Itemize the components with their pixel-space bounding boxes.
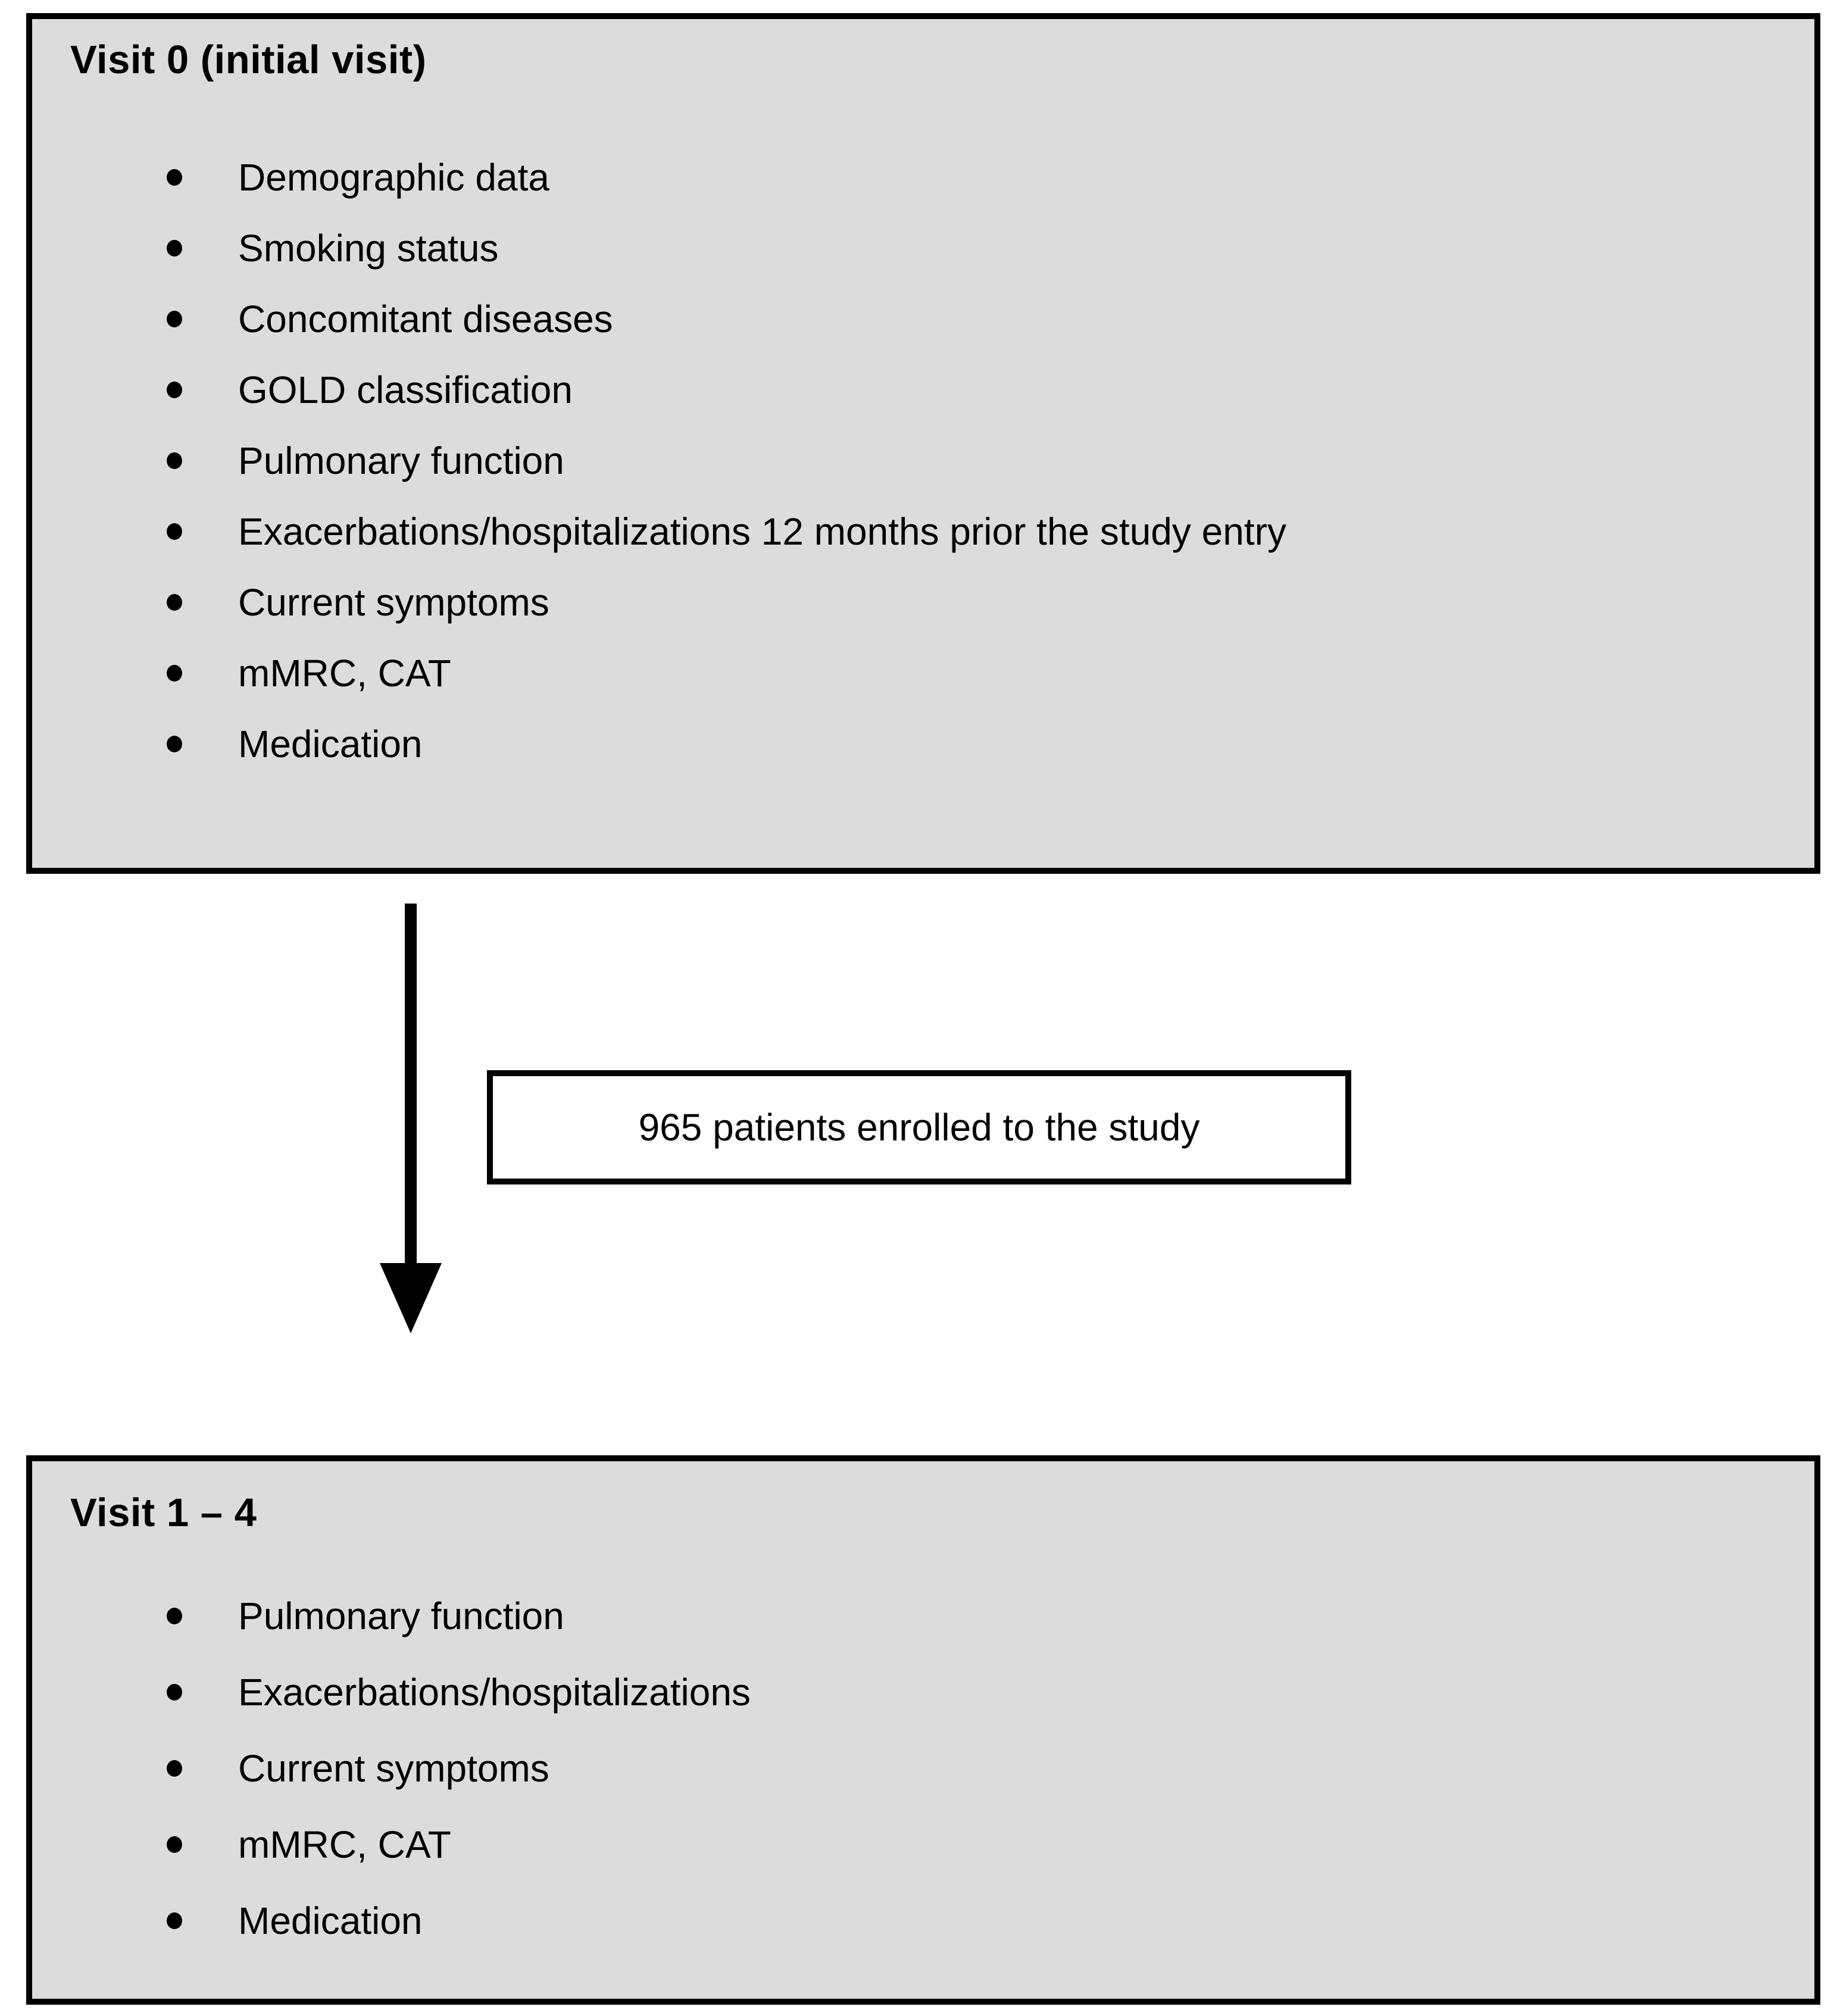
bullet-item: Smoking status — [32, 212, 1814, 283]
bullet-item: Exacerbations/hospitalizations 12 months… — [32, 496, 1814, 567]
bullet-item: Medication — [32, 708, 1814, 779]
bullet-item: Pulmonary function — [32, 1578, 1814, 1654]
visit-0-title: Visit 0 (initial visit) — [70, 37, 427, 82]
visit-1-4-title: Visit 1 – 4 — [70, 1490, 257, 1535]
bullet-item: Concomitant diseases — [32, 283, 1814, 354]
bullet-item: Current symptoms — [32, 1730, 1814, 1806]
bullet-item: Exacerbations/hospitalizations — [32, 1654, 1814, 1730]
down-arrow-head-icon — [380, 1263, 442, 1333]
bullet-item: mMRC, CAT — [32, 1806, 1814, 1883]
bullet-item: mMRC, CAT — [32, 637, 1814, 708]
visit-0-box: Visit 0 (initial visit) Demographic data… — [26, 13, 1820, 874]
bullet-item: Demographic data — [32, 142, 1814, 212]
bullet-item: Pulmonary function — [32, 425, 1814, 496]
enrollment-label: 965 patients enrolled to the study — [638, 1106, 1200, 1149]
bullet-item: Current symptoms — [32, 567, 1814, 637]
down-arrow-shaft — [405, 904, 417, 1263]
bullet-item: GOLD classification — [32, 354, 1814, 425]
enrollment-box: 965 patients enrolled to the study — [487, 1070, 1351, 1184]
bullet-item: Medication — [32, 1883, 1814, 1959]
